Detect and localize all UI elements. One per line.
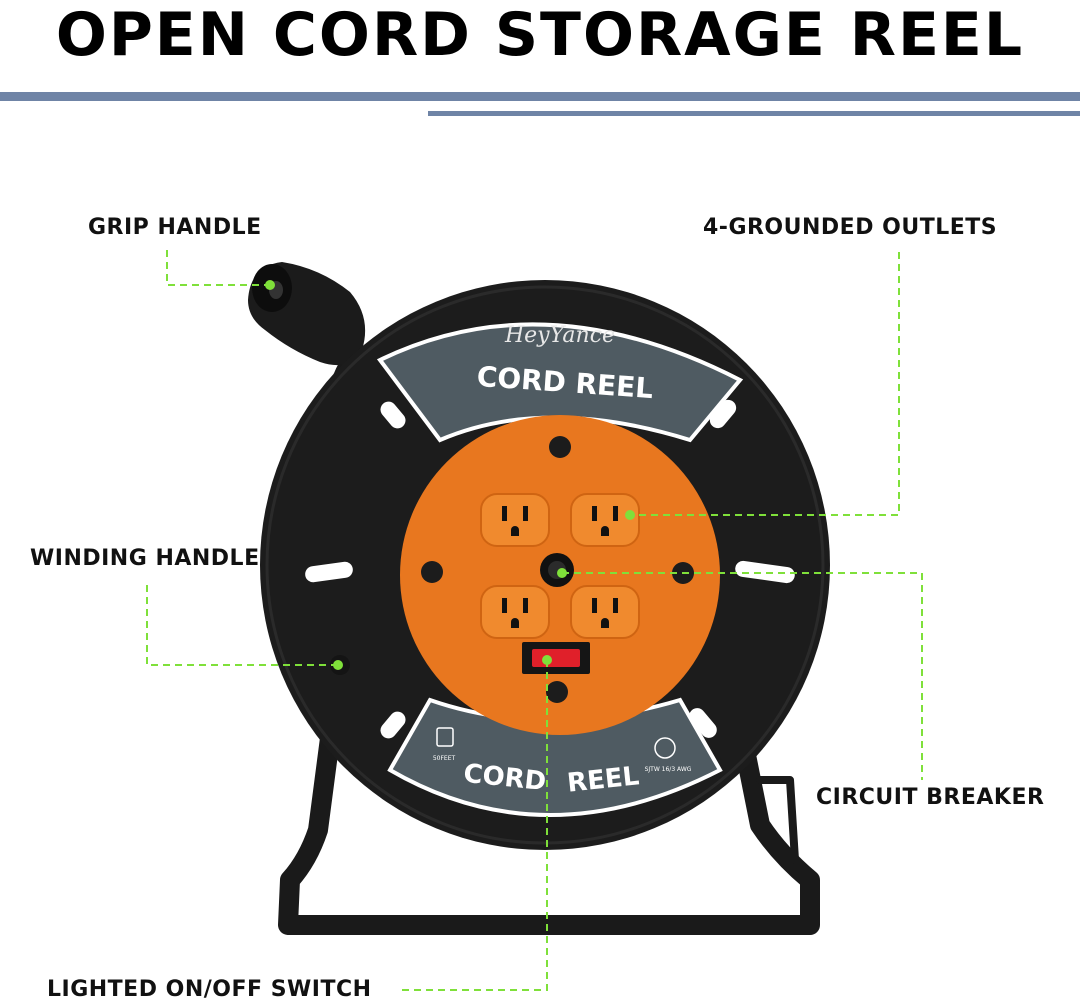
leader-dots xyxy=(265,280,635,670)
winding-handle-leader xyxy=(146,585,338,666)
bottom-band-label-right: REEL xyxy=(566,761,641,798)
outlet-group xyxy=(480,493,640,639)
page-title: OPEN CORD STORAGE REEL xyxy=(55,0,1025,70)
power-switch xyxy=(522,642,590,674)
outlet xyxy=(480,585,550,639)
switch-leader xyxy=(400,660,548,991)
header-divider-short xyxy=(428,111,1080,116)
header-divider-long xyxy=(0,92,1080,101)
bottom-band-small-left: 50FEET xyxy=(433,755,456,762)
outlet xyxy=(480,493,550,547)
switch-label: LIGHTED ON/OFF SWITCH xyxy=(47,977,372,1002)
top-label-band xyxy=(376,322,744,443)
bottom-band-small-right: SJTW 16/3 AWG xyxy=(645,766,692,773)
rim-slots xyxy=(305,399,795,739)
outlet xyxy=(570,493,640,547)
grip-handle-part xyxy=(248,262,366,366)
circuit-breaker-label: CIRCUIT BREAKER xyxy=(816,785,1045,810)
winding-handle-label: WINDING HANDLE xyxy=(30,546,260,571)
outlets-label: 4-GROUNDED OUTLETS xyxy=(703,215,998,240)
outlets-leader xyxy=(630,252,900,516)
grip-handle-label: GRIP HANDLE xyxy=(88,215,262,240)
circuit-breaker-button xyxy=(540,553,574,587)
brand-logo: HeyYance xyxy=(504,323,615,348)
circuit-breaker-leader xyxy=(562,572,923,780)
bottom-band-left-badge: 50FEET xyxy=(433,727,456,762)
hub-holes xyxy=(421,436,694,703)
outlet xyxy=(570,585,640,639)
leader-lines xyxy=(146,250,923,991)
bottom-band-right-badge: SJTW 16/3 AWG xyxy=(645,737,692,773)
